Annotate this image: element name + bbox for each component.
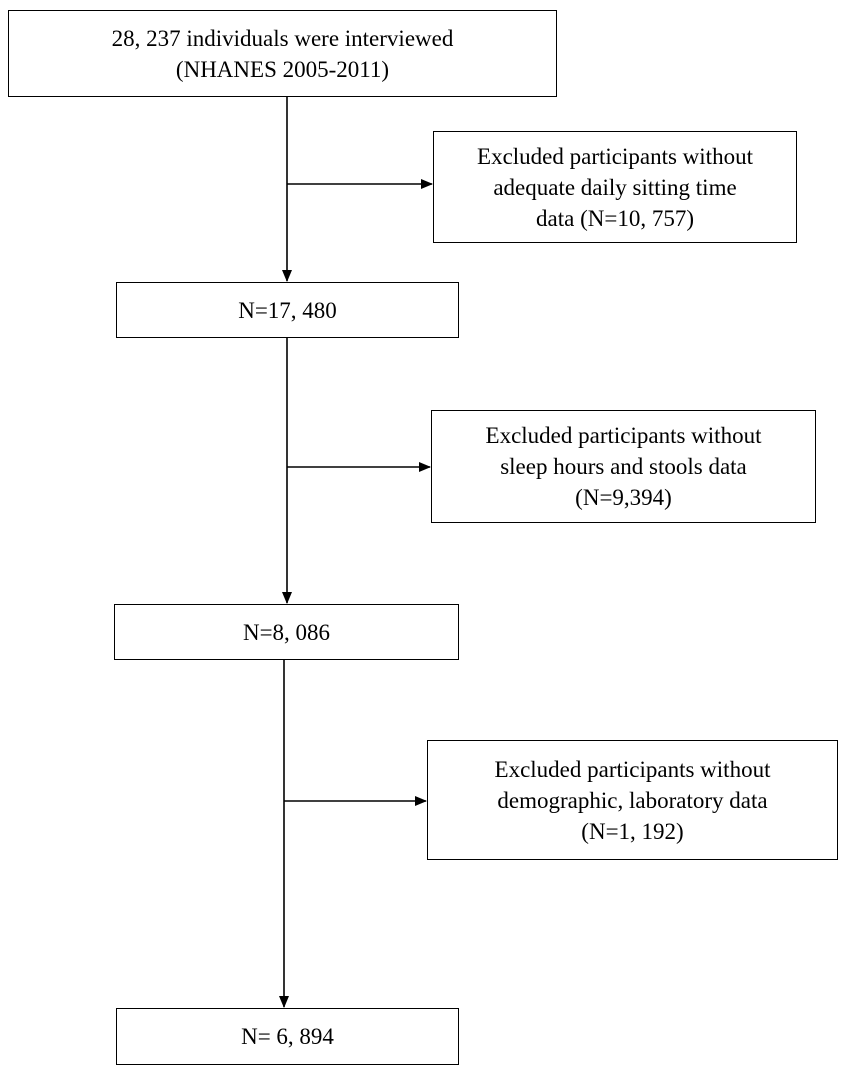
exclusion-box-sleep-stools: Excluded participants without sleep hour…	[431, 410, 816, 523]
final-sample-box: N= 6, 894	[116, 1008, 459, 1065]
exclusion-1-line-2: adequate daily sitting time	[493, 174, 737, 200]
exclusion-2-line-1: Excluded participants without	[485, 423, 762, 448]
start-box: 28, 237 individuals were interviewed (NH…	[8, 10, 557, 97]
step-box-n2: N=8, 086	[114, 604, 459, 660]
step-box-n1: N=17, 480	[116, 282, 459, 338]
exclusion-3-line-3: (N=1, 192)	[581, 818, 684, 844]
exclusion-1-line-3: data (N=10, 757)	[536, 205, 694, 231]
start-box-line-1: 28, 237 individuals were interviewed	[111, 25, 454, 51]
final-sample-label: N= 6, 894	[241, 1024, 334, 1049]
step-1-label: N=17, 480	[238, 297, 337, 323]
exclusion-1-line-1: Excluded participants without	[477, 143, 753, 169]
exclusion-box-demographic-laboratory: Excluded participants without demographi…	[427, 740, 838, 860]
exclusion-3-line-2: demographic, laboratory data	[497, 787, 768, 813]
start-box-line-2: (NHANES 2005-2011)	[175, 56, 390, 82]
step-2-label: N=8, 086	[242, 619, 331, 645]
exclusion-box-sitting-time: Excluded participants without adequate d…	[433, 131, 797, 243]
exclusion-2-line-2: sleep hours and stools data	[500, 454, 747, 479]
exclusion-3-line-1: Excluded participants without	[494, 756, 771, 782]
exclusion-2-line-3: (N=9,394)	[575, 485, 672, 510]
